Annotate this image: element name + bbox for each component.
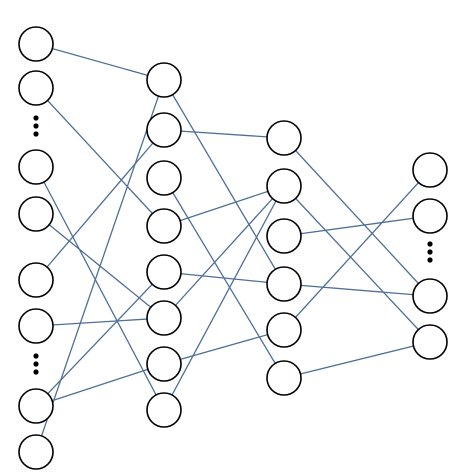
connection-line-1: [35, 43, 165, 81]
ellipsis-dot-0-2-2: [33, 123, 39, 129]
node-layer1-5: [18, 262, 54, 298]
connection-line-23: [283, 341, 431, 379]
ellipsis-dot-3-2-1: [427, 241, 433, 247]
node-layer1-2: [18, 70, 54, 106]
node-layer3-6: [266, 360, 302, 396]
node-layer1-4: [18, 196, 54, 232]
connection-line-8: [35, 79, 165, 453]
connection-line-4: [35, 129, 165, 281]
node-layer2-8: [146, 392, 182, 428]
connection-line-7: [35, 363, 165, 407]
node-layer3-3: [266, 218, 302, 254]
ellipsis-dot-0-2-3: [33, 131, 39, 137]
connection-line-22: [283, 169, 431, 331]
connection-line-14: [163, 271, 285, 285]
node-layer4-1: [412, 152, 448, 188]
node-layer3-1: [266, 120, 302, 156]
connection-line-20: [283, 215, 431, 237]
connection-lines: [35, 43, 431, 453]
node-layer2-4: [146, 208, 182, 244]
node-layer2-5: [146, 254, 182, 290]
node-layer4-4: [412, 324, 448, 360]
node-layer1-8: [18, 434, 54, 470]
connection-line-11: [163, 129, 285, 139]
connection-line-16: [163, 329, 285, 365]
connection-line-17: [163, 185, 285, 411]
node-layer3-2: [266, 168, 302, 204]
connection-line-2: [35, 87, 165, 227]
connection-line-6: [35, 271, 165, 407]
connection-line-21: [283, 283, 431, 297]
neuron-nodes: [18, 26, 448, 470]
node-layer3-5: [266, 312, 302, 348]
ellipsis-dot-0-2-1: [33, 115, 39, 121]
node-layer4-2: [412, 198, 448, 234]
node-layer1-1: [18, 26, 54, 62]
ellipsis-dot-3-2-2: [427, 249, 433, 255]
ellipsis-dot-0-8-1: [33, 353, 39, 359]
connection-line-13: [163, 185, 285, 227]
connection-line-5: [35, 317, 165, 327]
connection-line-18: [283, 137, 431, 297]
connection-line-10: [163, 79, 285, 285]
ellipsis-dot-0-8-2: [33, 361, 39, 367]
node-layer2-1: [146, 62, 182, 98]
node-layer1-6: [18, 308, 54, 344]
connection-line-9: [35, 166, 165, 411]
ellipsis-dot-0-8-3: [33, 369, 39, 375]
ellipsis-dot-3-2-3: [427, 257, 433, 263]
connection-line-19: [283, 185, 431, 343]
node-layer2-3: [146, 160, 182, 196]
ellipsis-markers: [33, 115, 433, 375]
node-layer2-2: [146, 112, 182, 148]
node-layer2-6: [146, 300, 182, 336]
node-layer3-4: [266, 266, 302, 302]
node-layer1-7: [18, 388, 54, 424]
node-layer1-3: [18, 149, 54, 185]
connection-line-15: [163, 185, 285, 319]
node-layer2-7: [146, 346, 182, 382]
node-layer4-3: [412, 278, 448, 314]
